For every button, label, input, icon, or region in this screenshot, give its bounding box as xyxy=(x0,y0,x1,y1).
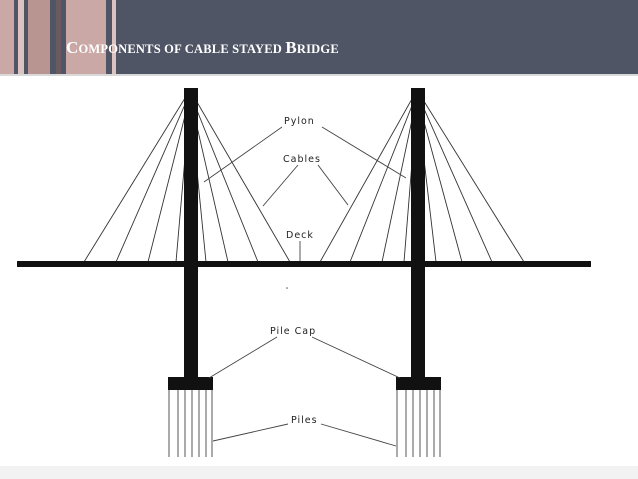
title-part: OMPONENTS OF CABLE STAYED xyxy=(78,42,286,56)
header-stripe xyxy=(28,0,50,74)
slide-footer-band xyxy=(0,466,638,479)
pile-cap-left xyxy=(168,377,213,390)
header-stripe xyxy=(0,0,14,74)
header-stripe xyxy=(56,0,61,74)
pylon-left xyxy=(184,88,198,380)
deck xyxy=(17,261,591,267)
slide-header: COMPONENTS OF CABLE STAYED BRIDGE xyxy=(0,0,638,74)
piles-right xyxy=(396,390,441,457)
piles-left xyxy=(168,390,213,457)
title-part: C xyxy=(66,38,79,57)
title-part: B xyxy=(285,38,297,57)
label-pile-cap: Pile Cap xyxy=(270,326,316,337)
pylon-right xyxy=(411,88,425,380)
header-stripe xyxy=(66,0,106,74)
header-divider xyxy=(0,74,638,76)
header-stripe xyxy=(112,0,116,74)
slide-title: COMPONENTS OF CABLE STAYED BRIDGE xyxy=(66,38,339,58)
header-stripe xyxy=(18,0,24,74)
leader-lines xyxy=(203,126,407,447)
label-pylon: Pylon xyxy=(284,116,315,127)
stray-dot xyxy=(286,287,288,289)
label-piles: Piles xyxy=(291,415,318,426)
label-deck: Deck xyxy=(286,230,314,241)
title-part: RIDGE xyxy=(296,42,339,56)
pile-cap-right xyxy=(396,377,441,390)
label-cables: Cables xyxy=(283,154,321,165)
